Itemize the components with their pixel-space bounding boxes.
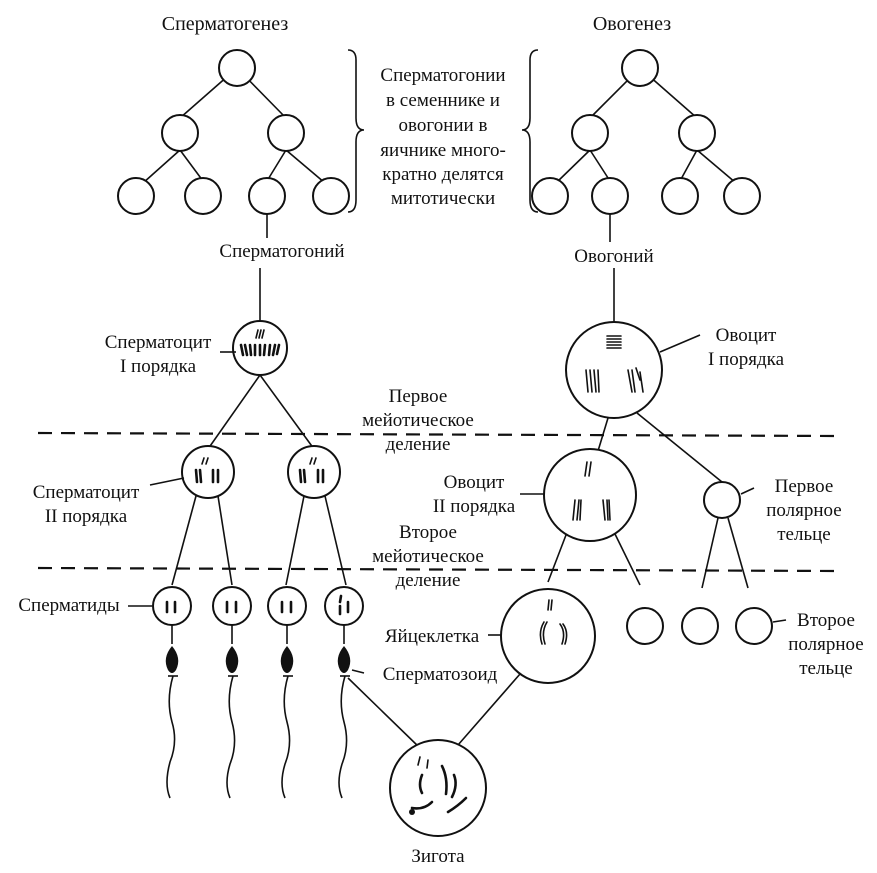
oogonium-cell — [621, 49, 659, 87]
oogonium-label: Овогоний — [574, 246, 653, 267]
mitosis-note-line: Сперматогонии — [380, 65, 505, 86]
oocyte-2-label: Овоцит — [444, 472, 505, 493]
meiosis-1-label-line: Первое — [389, 386, 448, 407]
spermatogonium-cell — [312, 177, 350, 215]
sperm-cell — [225, 646, 239, 799]
spermatid-cell — [267, 586, 307, 626]
oogonium-cell — [591, 177, 629, 215]
polar-body-2-label: тельце — [799, 658, 852, 679]
mitosis-note-line: в семеннике и — [386, 90, 500, 111]
spermatids-label: Сперматиды — [18, 595, 119, 616]
polar-body-2-label: Второе — [797, 610, 855, 631]
polar-body-2-label: полярное — [788, 634, 863, 655]
zygote-label: Зигота — [411, 846, 465, 867]
polar-body-1 — [703, 481, 741, 519]
spermatid-cell — [212, 586, 252, 626]
egg-cell — [500, 588, 596, 684]
polar-body-1-label: Первое — [775, 476, 834, 497]
oogonium-cell — [723, 177, 761, 215]
polar-body-2 — [681, 607, 719, 645]
meiosis-1-label-line: мейотическое — [362, 410, 474, 431]
oocyte-1-label: I порядка — [708, 349, 785, 370]
mitosis-note-line: кратно делятся — [382, 164, 504, 185]
mitosis-note-line: яичнике много- — [380, 140, 506, 161]
polar-body-1-label: полярное — [766, 500, 841, 521]
polar-body-2 — [735, 607, 773, 645]
spermatocyte-2-label: Сперматоцит — [33, 482, 140, 503]
spermatogonium-cell — [117, 177, 155, 215]
egg-label: Яйцеклетка — [385, 626, 480, 647]
spermatid-cell — [324, 586, 364, 626]
spermatogonium-cell — [267, 114, 305, 152]
spermatocyte-1-label: Сперматоцит — [105, 332, 212, 353]
mitosis-note-line: митотически — [391, 188, 495, 209]
oogonium-cell — [661, 177, 699, 215]
oocyte-1-cell — [565, 321, 663, 419]
meiosis-2-label-line: мейотическое — [372, 546, 484, 567]
oocyte-1-label: Овоцит — [716, 325, 777, 346]
spermatogonium-cell — [248, 177, 286, 215]
meiosis-1-label: Первое мейотическое деление — [362, 386, 474, 455]
sperm-cell — [337, 646, 351, 799]
spermatogonium-cell — [184, 177, 222, 215]
sperm-cell — [280, 646, 294, 799]
left-brace — [347, 49, 365, 213]
oogonium-cell — [678, 114, 716, 152]
spermatogenesis-title: Сперматогенез — [162, 13, 289, 35]
meiosis-2-label-line: Второе — [399, 522, 457, 543]
oogonium-cell — [571, 114, 609, 152]
polar-body-2 — [626, 607, 664, 645]
oocyte-2-label: II порядка — [433, 496, 516, 517]
spermatogonium-cell — [161, 114, 199, 152]
mitosis-note: Сперматогонии в семеннике и овогонии в я… — [380, 65, 506, 209]
polar-body-1-label: тельце — [777, 524, 830, 545]
oogenesis-title: Овогенез — [593, 13, 671, 35]
spermatogonium-cell — [218, 49, 256, 87]
sperm-cell — [165, 646, 179, 799]
spermatid-cell — [152, 586, 192, 626]
meiosis-1-label-line: деление — [386, 434, 451, 455]
zygote-cell — [389, 739, 487, 837]
spermatocyte-2-cell — [181, 445, 235, 499]
meiosis-2-label: Второе мейотическое деление — [372, 522, 484, 591]
spermatogonium-label: Сперматогоний — [219, 241, 344, 262]
oocyte-2-cell — [543, 448, 637, 542]
spermatogonia-tree — [117, 49, 350, 215]
sperm-label: Сперматозоид — [383, 664, 498, 685]
right-brace — [521, 49, 539, 213]
spermatocyte-2-label: II порядка — [45, 506, 128, 527]
spermatocyte-1-cell — [232, 320, 288, 376]
spermatocyte-1-label: I порядка — [120, 356, 197, 377]
oogonia-tree — [531, 49, 761, 215]
spermatocyte-2-cell — [287, 445, 341, 499]
mitosis-note-line: овогонии в — [399, 115, 488, 136]
meiosis-2-line — [37, 566, 839, 573]
meiosis-1-line — [37, 431, 839, 438]
meiosis-2-label-line: деление — [396, 570, 461, 591]
oogonium-cell — [531, 177, 569, 215]
